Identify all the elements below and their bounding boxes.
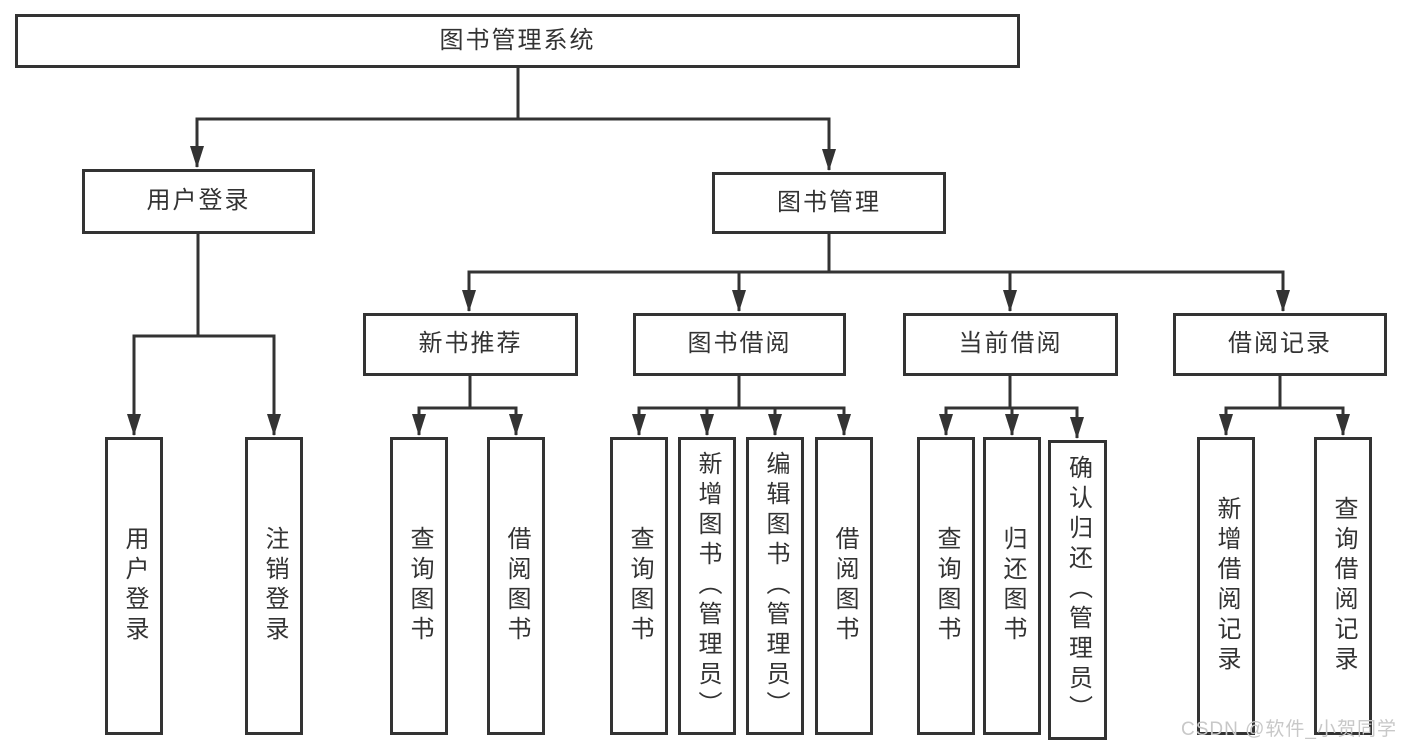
- node-new-book-recommend: 新书推荐: [363, 313, 578, 376]
- leaf-borrow-books-recommend: 借阅图书: [487, 437, 545, 735]
- node-book-borrow-label: 图书借阅: [687, 330, 792, 358]
- node-book-management: 图书管理: [712, 172, 946, 234]
- leaf-borrow-books-recommend-label: 借阅图书: [503, 526, 530, 646]
- node-new-book-recommend-label: 新书推荐: [418, 330, 523, 358]
- leaf-confirm-return-admin: 确认归还（管理员）: [1048, 440, 1107, 740]
- leaf-add-borrow-record-label: 新增借阅记录: [1213, 496, 1240, 676]
- leaf-query-borrow-record-label: 查询借阅记录: [1330, 496, 1357, 676]
- leaf-logout-label: 注销登录: [261, 526, 288, 646]
- node-book-management-label: 图书管理: [777, 188, 881, 216]
- leaf-confirm-return-admin-label: 确认归还（管理员）: [1064, 455, 1092, 725]
- leaf-return-books: 归还图书: [983, 437, 1041, 735]
- leaf-query-books-borrow-label: 查询图书: [626, 526, 653, 646]
- node-user-login-label: 用户登录: [146, 187, 251, 215]
- node-current-borrow: 当前借阅: [903, 313, 1118, 376]
- leaf-query-books-recommend-label: 查询图书: [406, 526, 433, 646]
- node-current-borrow-label: 当前借阅: [958, 330, 1063, 358]
- leaf-add-books-admin: 新增图书（管理员）: [678, 437, 736, 735]
- leaf-edit-books-admin: 编辑图书（管理员）: [746, 437, 804, 735]
- leaf-borrow-books-label: 借阅图书: [831, 526, 858, 646]
- node-user-login: 用户登录: [82, 169, 315, 234]
- leaf-query-borrow-record: 查询借阅记录: [1314, 437, 1372, 735]
- node-root-label: 图书管理系统: [439, 26, 596, 54]
- leaf-add-books-admin-label: 新增图书（管理员）: [694, 451, 721, 721]
- csdn-watermark: CSDN @软件_小贺同学: [1181, 719, 1397, 740]
- leaf-edit-books-admin-label: 编辑图书（管理员）: [762, 451, 789, 721]
- leaf-query-books-recommend: 查询图书: [390, 437, 448, 735]
- node-book-borrow: 图书借阅: [633, 313, 846, 376]
- leaf-user-login-label: 用户登录: [121, 526, 148, 646]
- node-borrow-records-label: 借阅记录: [1228, 330, 1332, 358]
- leaf-logout: 注销登录: [245, 437, 303, 735]
- leaf-add-borrow-record: 新增借阅记录: [1197, 437, 1255, 735]
- leaf-query-books-current: 查询图书: [917, 437, 975, 735]
- leaf-borrow-books: 借阅图书: [815, 437, 873, 735]
- leaf-return-books-label: 归还图书: [999, 526, 1026, 646]
- node-root: 图书管理系统: [15, 14, 1020, 68]
- leaf-user-login: 用户登录: [105, 437, 163, 735]
- leaf-query-books-borrow: 查询图书: [610, 437, 668, 735]
- node-borrow-records: 借阅记录: [1173, 313, 1387, 376]
- leaf-query-books-current-label: 查询图书: [933, 526, 960, 646]
